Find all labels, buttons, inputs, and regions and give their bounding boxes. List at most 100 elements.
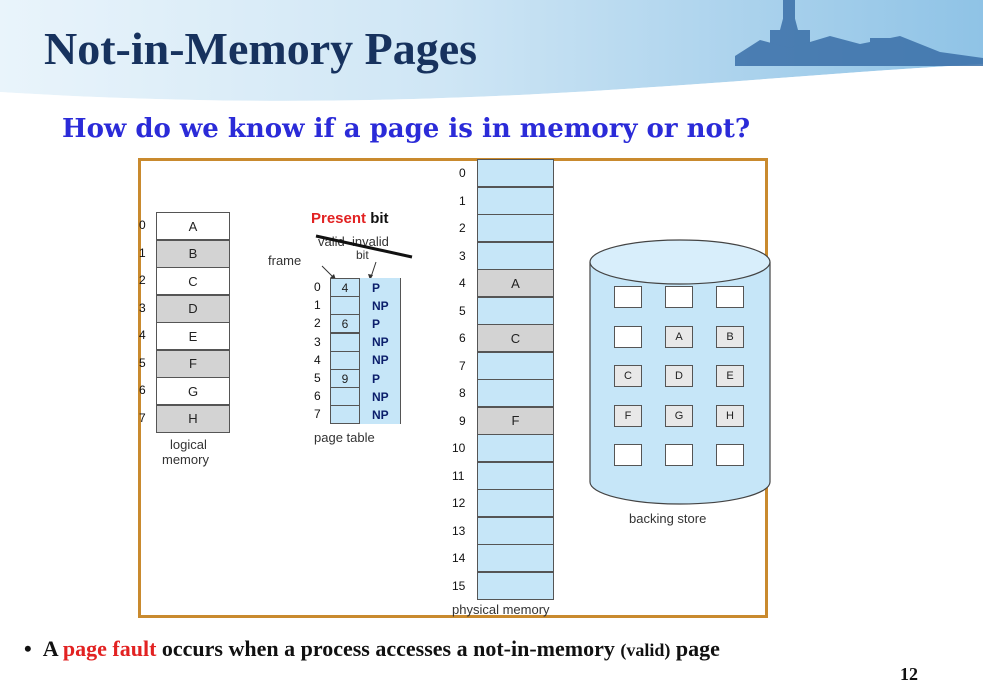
physical-frame-index: 8 [459, 386, 466, 400]
page-table-status-cell: P [359, 278, 401, 297]
logical-page-cell: A [156, 212, 230, 240]
physical-frame-index: 4 [459, 276, 466, 290]
backing-store-slot [716, 286, 744, 308]
logical-index: 7 [139, 410, 146, 425]
backing-store-slot [614, 286, 642, 308]
logical-index: 5 [139, 355, 146, 370]
page-table-status-cell: NP [359, 332, 401, 352]
present-word: Present [311, 210, 367, 227]
backing-store-caption: backing store [629, 511, 707, 526]
bullet-suffix: page [670, 636, 720, 661]
backing-store-cylinder [589, 239, 771, 505]
logical-page-cell: H [156, 404, 230, 433]
page-table-index: 1 [314, 298, 321, 313]
page-table-index: 2 [314, 316, 321, 331]
slide-number: 12 [900, 664, 918, 684]
logical-page-cell: E [156, 322, 230, 350]
backing-store-slot [665, 444, 693, 466]
bullet-marker: • [24, 636, 43, 661]
physical-frame-cell [477, 296, 554, 325]
physical-frame-cell [477, 434, 554, 462]
physical-frame-index: 6 [459, 331, 466, 345]
page-table-status-cell: NP [359, 405, 401, 425]
page-table-caption: page table [314, 430, 375, 445]
page-table-index: 5 [314, 371, 321, 385]
physical-frame-index: 10 [452, 441, 466, 455]
valid-invalid-label: valid–invalid [318, 234, 389, 249]
physical-frame-cell [477, 379, 554, 407]
logical-index: 1 [139, 245, 146, 260]
header-band [0, 0, 983, 108]
page-table-frame-cell [330, 350, 360, 370]
bullet-middle: occurs when a process accesses a not-in-… [156, 636, 621, 661]
backing-store-slot: C [614, 365, 642, 387]
backing-store-slot [716, 444, 744, 466]
page-table-status-cell: P [359, 314, 401, 334]
physical-frame-cell [477, 516, 554, 545]
logical-index: 4 [139, 328, 146, 342]
physical-frame-index: 1 [459, 193, 466, 208]
strikethrough-line [315, 234, 413, 259]
logical-index: 2 [139, 273, 146, 287]
logical-page-cell: B [156, 239, 230, 268]
present-bit-label: Present bit [311, 210, 389, 227]
page-table-frame-cell: 9 [330, 369, 360, 388]
physical-frame-cell [477, 489, 554, 517]
physical-frame-cell [477, 186, 554, 215]
bullet-point: • A page fault occurs when a process acc… [24, 636, 720, 662]
bullet-paren: (valid) [620, 640, 671, 660]
physical-frame-index: 0 [459, 166, 466, 180]
backing-store-slot: D [665, 365, 693, 387]
physical-memory-caption: physical memory [452, 602, 550, 617]
backing-store-slot: G [665, 404, 693, 427]
page-table-frame-cell [330, 387, 360, 407]
logical-page-cell: F [156, 349, 230, 378]
bullet-highlight: page fault [62, 636, 157, 661]
physical-frame-cell: C [477, 324, 554, 352]
frame-label: frame [268, 253, 302, 268]
physical-frame-cell [477, 571, 554, 600]
logical-page-cell: D [156, 294, 230, 323]
physical-frame-index: 5 [459, 303, 466, 318]
page-table-status-cell: P [359, 369, 401, 388]
page-table-index: 0 [314, 280, 321, 294]
logical-memory-label-line2: memory [162, 452, 209, 467]
slide-subtitle: How do we know if a page is in memory or… [62, 114, 751, 144]
bit-arrow-head [368, 274, 373, 280]
backing-store-slot [665, 286, 693, 308]
physical-frame-index: 3 [459, 248, 466, 263]
logical-index: 0 [139, 218, 146, 232]
bit-label: bit [356, 248, 369, 262]
page-table-frame-cell [330, 405, 360, 425]
logical-page-cell: G [156, 377, 230, 405]
page-table-index: 6 [314, 389, 321, 404]
backing-store-slot: E [716, 365, 744, 387]
page-table-frame-cell [330, 332, 360, 352]
physical-frame-index: 13 [452, 523, 466, 538]
physical-frame-cell [477, 241, 554, 270]
physical-frame-cell [477, 159, 554, 187]
logical-index: 6 [139, 383, 146, 397]
page-table-frame-cell: 6 [330, 314, 360, 334]
page-table-status-cell: NP [359, 296, 401, 316]
physical-frame-cell: A [477, 269, 554, 297]
physical-frame-index: 7 [459, 358, 466, 373]
physical-frame-cell [477, 214, 554, 242]
bullet-prefix: A [42, 636, 63, 661]
logical-memory-label-line1: logical [170, 437, 207, 452]
page-table-status-cell: NP [359, 387, 401, 407]
page-table-index: 7 [314, 407, 321, 422]
physical-frame-cell [477, 351, 554, 380]
bit-word: bit [370, 210, 389, 227]
physical-frame-index: 12 [452, 496, 466, 510]
backing-store-slot: B [716, 325, 744, 348]
page-table-status-cell: NP [359, 350, 401, 370]
physical-frame-cell: F [477, 406, 554, 435]
page-table-frame-cell: 4 [330, 278, 360, 297]
backing-store-slot: F [614, 404, 642, 427]
physical-frame-index: 2 [459, 221, 466, 235]
logical-index: 3 [139, 300, 146, 315]
town-silhouette-icon [735, 0, 983, 66]
page-table-index: 3 [314, 334, 321, 349]
page-table-frame-cell [330, 296, 360, 316]
